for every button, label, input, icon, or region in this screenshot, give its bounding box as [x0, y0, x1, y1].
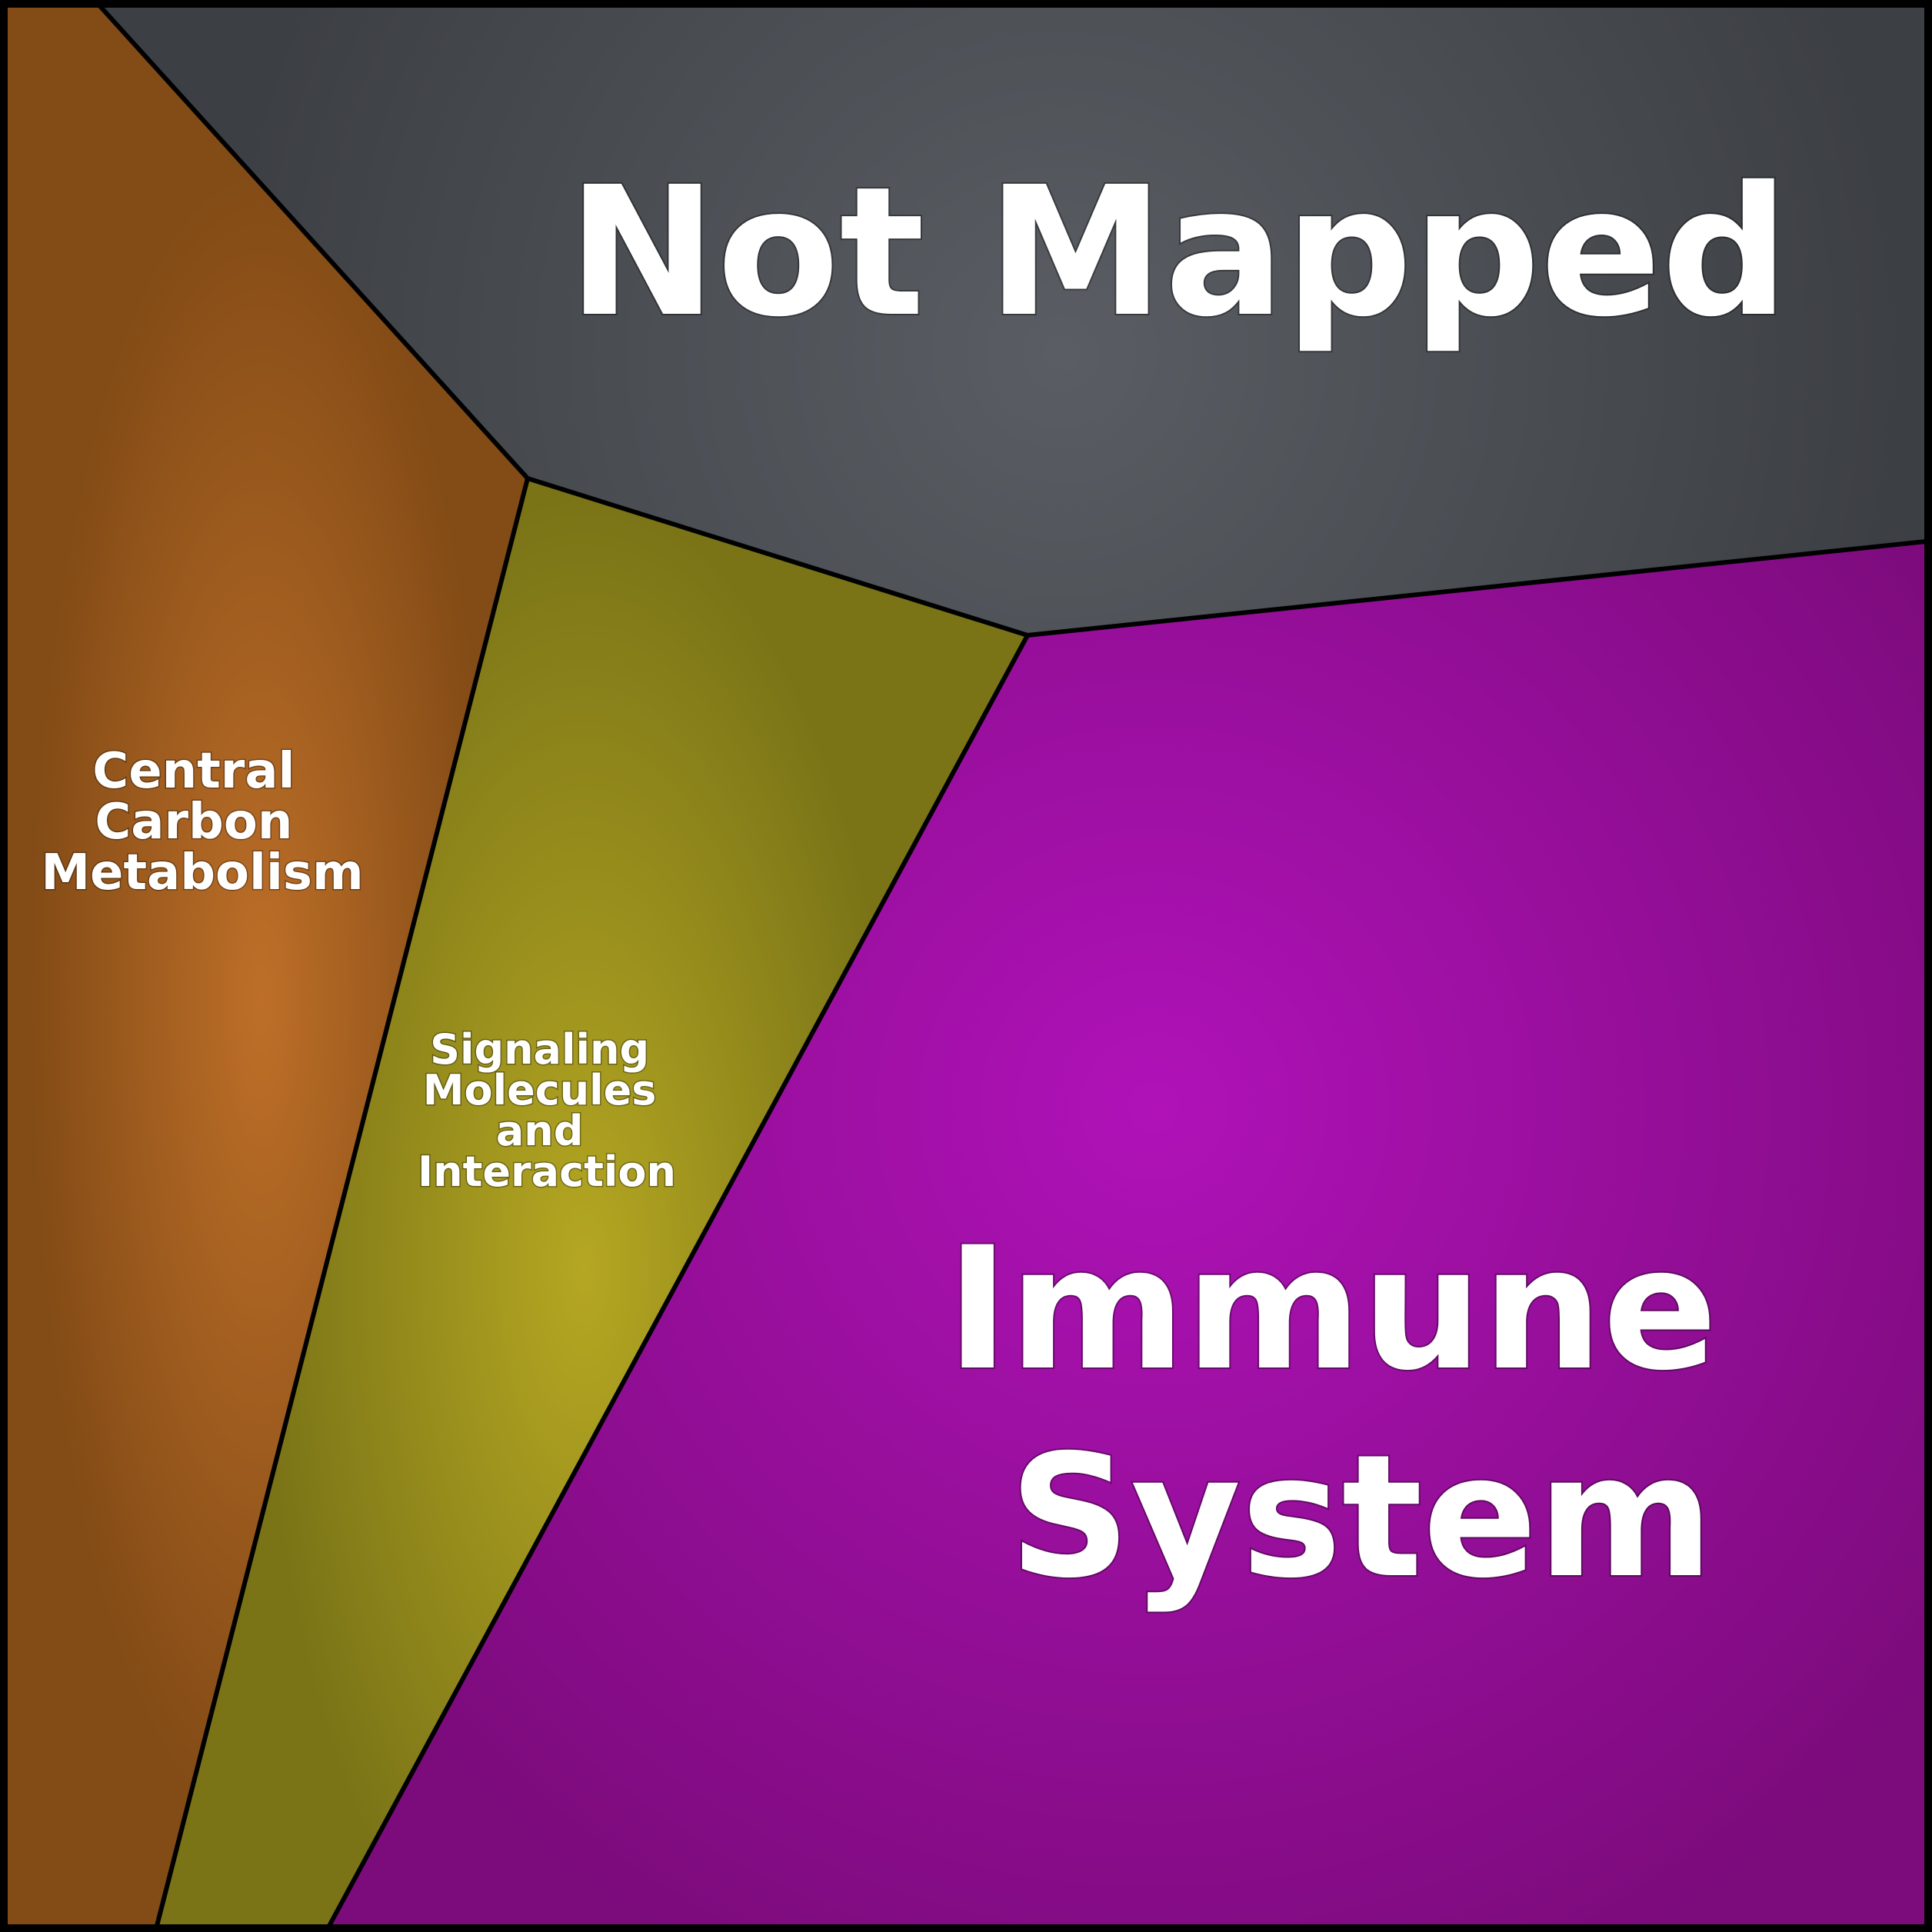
label-not-mapped: Not Mapped	[568, 148, 1789, 356]
region-central-carbon-metabolism	[6, 6, 528, 1926]
label-immune-system: Immune System	[946, 1211, 1776, 1615]
label-signaling-line-4: Interaction	[418, 1148, 676, 1196]
label-central-carbon-metabolism: Central Carbon Metabolism	[41, 743, 363, 901]
border-central-signaling	[155, 478, 530, 1927]
label-central-line-3: Metabolism	[41, 844, 363, 901]
label-immune-line-2: System	[1009, 1418, 1714, 1615]
region-signaling-molecules-and-interaction	[157, 478, 1028, 1926]
label-signaling-molecules-and-interaction: Signaling Molecules and Interaction	[418, 1025, 676, 1196]
label-immune-line-1: Immune	[946, 1211, 1717, 1407]
label-not-mapped-line-1: Not Mapped	[568, 148, 1789, 356]
label-signaling-line-3: and	[496, 1107, 584, 1155]
label-central-line-2: Carbon	[95, 794, 292, 851]
label-signaling-line-1: Signaling	[430, 1025, 649, 1074]
region-immune-system	[329, 541, 1926, 1926]
border-notmapped-central	[98, 4, 530, 481]
region-not-mapped	[100, 6, 1926, 635]
label-central-line-1: Central	[92, 743, 295, 800]
label-signaling-line-2: Molecules	[423, 1066, 657, 1114]
border-signaling-immune	[327, 634, 1030, 1927]
